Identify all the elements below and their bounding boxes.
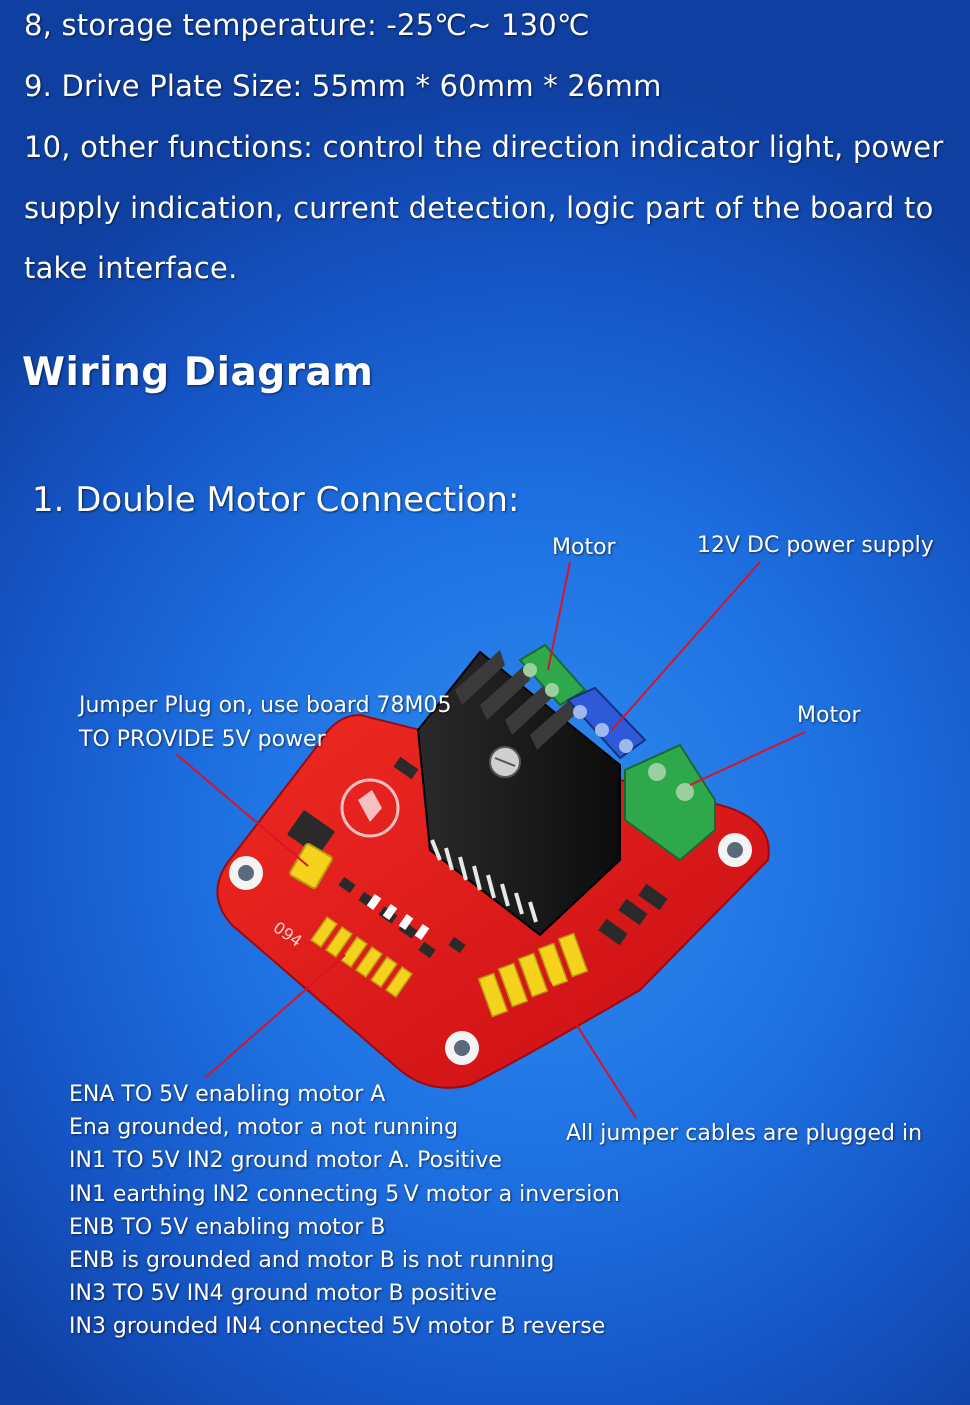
chip-legs xyxy=(430,839,538,923)
resistor-array xyxy=(366,893,430,941)
label-motor-right: Motor xyxy=(797,703,861,728)
note-motor-a-positive: IN1 TO 5V IN2 ground motor A. Positive xyxy=(69,1148,502,1173)
spec-storage-temperature: 8, storage temperature: -25℃~ 130℃ xyxy=(24,8,590,42)
note-ena-grounded: Ena grounded, motor a not running xyxy=(69,1115,459,1140)
terminal-block-right xyxy=(624,743,716,862)
note-ena-enable: ENA TO 5V enabling motor A xyxy=(69,1082,386,1107)
pointer-all-jumpers xyxy=(547,979,637,1119)
section-title: Wiring Diagram xyxy=(22,350,374,395)
pointer-power-supply xyxy=(611,561,761,731)
label-motor-top: Motor xyxy=(552,535,616,560)
terminal-block-top xyxy=(518,643,587,707)
silkscreen-circle xyxy=(340,778,400,838)
pin-header-control xyxy=(310,916,413,998)
note-enb-grounded: ENB is grounded and motor B is not runni… xyxy=(69,1248,555,1273)
label-all-jumpers: All jumper cables are plugged in xyxy=(566,1121,923,1146)
pointer-motor-right xyxy=(689,731,806,786)
terminal-block-power xyxy=(566,686,647,760)
subsection-title: 1. Double Motor Connection: xyxy=(32,480,520,520)
label-jumper-line2: TO PROVIDE 5V power xyxy=(79,727,326,752)
note-motor-b-reverse: IN3 grounded IN4 connected 5V motor B re… xyxy=(69,1314,606,1339)
mounting-holes xyxy=(229,833,752,1065)
pointer-jumper-plug xyxy=(175,753,309,867)
note-enb-enable: ENB TO 5V enabling motor B xyxy=(69,1215,386,1240)
jumper-block-enable xyxy=(477,932,589,1018)
note-motor-a-inversion: IN1 earthing IN2 connecting 5 V motor a … xyxy=(69,1182,620,1207)
spec-drive-plate-size: 9. Drive Plate Size: 55mm * 60mm * 26mm xyxy=(24,69,662,103)
label-power-supply: 12V DC power supply xyxy=(697,533,934,558)
heatsink xyxy=(416,650,621,937)
pointer-motor-top xyxy=(547,561,571,671)
note-motor-b-positive: IN3 TO 5V IN4 ground motor B positive xyxy=(69,1281,497,1306)
pointer-lines xyxy=(175,561,806,1119)
label-jumper-line1: Jumper Plug on, use board 78M05 xyxy=(79,693,452,718)
pointer-enable-pins xyxy=(204,954,346,1079)
spec-other-functions-line1: 10, other functions: control the directi… xyxy=(24,130,944,164)
spec-other-functions-line3: take interface. xyxy=(24,251,238,285)
spec-other-functions-line2: supply indication, current detection, lo… xyxy=(24,191,934,225)
